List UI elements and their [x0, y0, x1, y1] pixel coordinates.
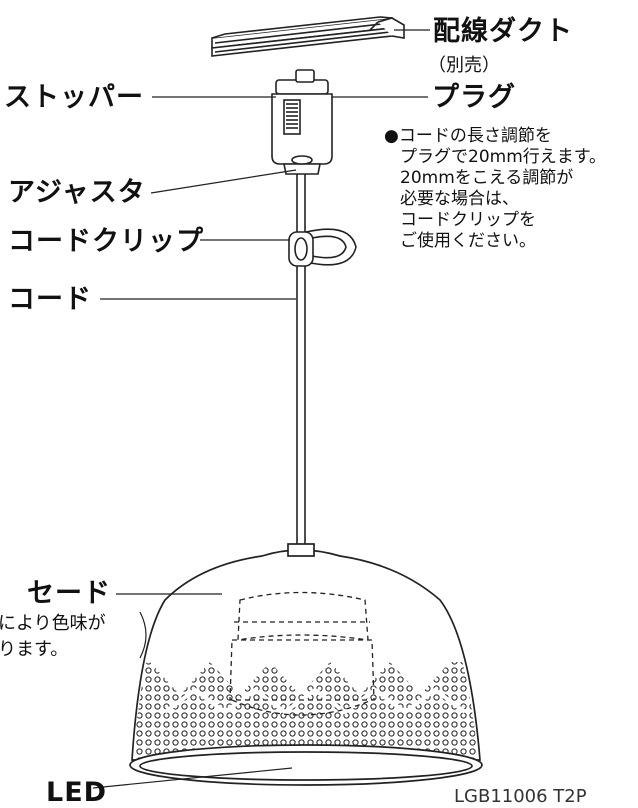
note-line: コードクリップを	[400, 210, 536, 230]
label-sold-separately: （別売）	[428, 55, 500, 76]
shade-note-line1: により色味が	[0, 613, 106, 634]
note-line: 20mmをこえる調節が	[400, 168, 574, 188]
shade-note-line2: ります。	[0, 639, 69, 660]
label-shade: セード	[27, 578, 111, 609]
label-plug: プラグ	[432, 82, 516, 113]
note-line: 必要な場合は、	[400, 189, 519, 209]
model-number: LGB11006 T2P	[454, 786, 587, 807]
note-line: ●コードの長さ調節を	[384, 126, 552, 146]
wiring-duct	[211, 16, 405, 57]
note-line: プラグで20mm行えます。	[400, 147, 607, 167]
leader-lines	[92, 29, 430, 789]
shade	[129, 543, 483, 786]
label-adjuster: アジャスタ	[8, 177, 146, 208]
label-wiring-duct: 配線ダクト	[433, 16, 573, 47]
label-cord: コード	[8, 284, 92, 315]
cord	[296, 174, 306, 545]
plug-block	[271, 69, 333, 175]
bullet-icon: ●	[384, 126, 399, 146]
cord-adjust-note: ●コードの長さ調節を プラグで20mm行えます。 20mmをこえる調節が 必要な…	[384, 126, 606, 252]
label-cord-clip: コードクリップ	[8, 226, 204, 257]
label-stopper: ストッパー	[4, 82, 144, 113]
cord-clip	[288, 228, 357, 267]
note-line: ご使用ください。	[400, 231, 536, 251]
